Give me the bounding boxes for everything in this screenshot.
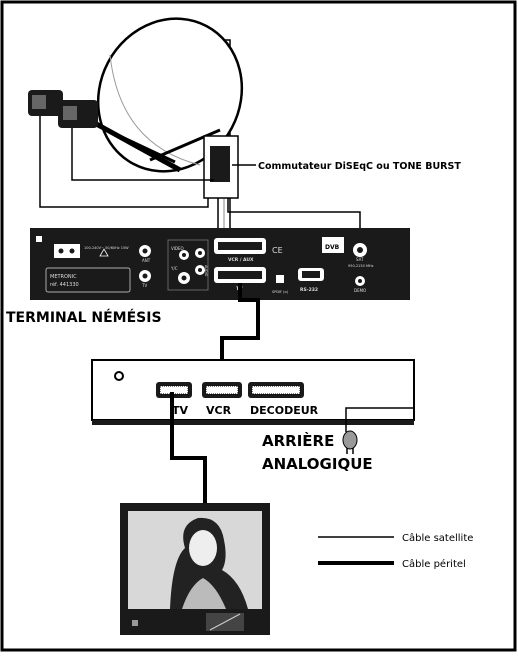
satellite-dish: [28, 17, 244, 251]
television: [120, 503, 270, 635]
sat-label: SAT: [356, 257, 364, 262]
demo-label: DEMO: [354, 288, 366, 293]
ant-label: ANT: [142, 258, 151, 263]
ref-text: réf. 441330: [50, 281, 79, 288]
lnb-2-icon: [58, 100, 98, 128]
terminal-label: TERMINAL NÉMÉSIS: [6, 309, 162, 326]
power-socket-icon: [54, 244, 80, 258]
tv-power-button-icon: [132, 620, 138, 626]
diseqc-switch: [203, 135, 256, 199]
tv-rf-label: TV: [141, 283, 147, 288]
switch-label: Commutateur DiSEqC ou TONE BURST: [258, 161, 461, 172]
tv-person-image: [170, 517, 248, 609]
power-spec: 100-240V~ 50/60Hz 15W: [84, 246, 129, 250]
scart-vcr-label: VCR / AUX: [228, 257, 254, 263]
dish-reflector: [96, 17, 244, 173]
video-label: VIDEO: [171, 246, 184, 251]
analog-rear-unit: TV VCR DECODEUR: [91, 359, 415, 425]
lnb-1-icon: [28, 90, 63, 116]
spdif-label: SPDIF (o): [272, 290, 289, 294]
analog-screw-icon: [114, 371, 124, 381]
legend-sat-label: Câble satellite: [402, 532, 473, 544]
legend: Câble satellite Câble péritel: [318, 532, 473, 570]
arriere-label-line2: ANALOGIQUE: [262, 455, 373, 473]
analog-vcr-label: VCR: [206, 404, 232, 417]
analog-tv-label: TV: [172, 404, 189, 417]
svhs-label: Y/C: [170, 266, 178, 271]
dvb-logo: [322, 237, 344, 253]
analog-decodeur-label: DECODEUR: [250, 404, 319, 417]
switch-box-icon: [210, 146, 230, 182]
ce-mark: CE: [272, 246, 283, 255]
rs232-label: RS-232: [300, 287, 318, 293]
peritel-cable-terminal-analog: [220, 283, 260, 382]
warning-icon: [99, 248, 109, 257]
terminal-rear-panel: 100-240V~ 50/60Hz 15W METRONIC réf. 4413…: [30, 228, 410, 300]
dvb-logo-text: DVB: [325, 244, 340, 251]
brand-text: METRONIC: [50, 274, 77, 280]
info-sticker: [45, 267, 131, 293]
satellite-cables: [39, 116, 361, 235]
audio-label: AUDIO: [204, 265, 208, 277]
sat-spec: 950-2150 MHz: [348, 264, 374, 268]
spdif-connector-icon: [276, 275, 284, 283]
power-plug-icon: [342, 430, 358, 454]
power-cord: [345, 407, 414, 432]
legend-peritel-label: Câble péritel: [402, 558, 466, 570]
peritel-cable-analog-tv: [170, 392, 207, 507]
arriere-label-line1: ARRIÈRE: [262, 431, 334, 450]
